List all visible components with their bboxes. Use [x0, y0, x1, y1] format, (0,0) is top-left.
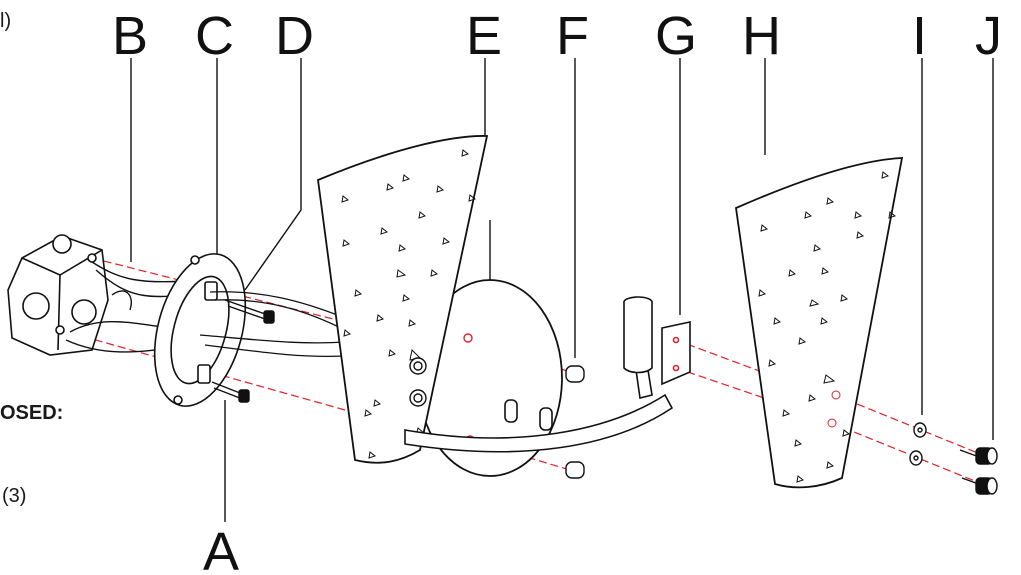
- washers: [909, 422, 927, 466]
- arm-tube: [404, 369, 674, 453]
- part-label-g: G: [655, 6, 697, 66]
- leader-lines: [130, 58, 994, 522]
- end-caps: [565, 365, 585, 479]
- part-labels: B C D E F G H I J A: [112, 6, 1002, 575]
- right-shade: [735, 157, 904, 489]
- guide-line-bracket-upper: [675, 339, 771, 376]
- guide-line-upper: [91, 257, 346, 323]
- socket-bracket: [623, 296, 691, 386]
- thumb-screws: [959, 447, 998, 495]
- junction-box: [7, 234, 109, 356]
- right-shade-texture: [758, 171, 897, 483]
- part-label-j: J: [975, 6, 1002, 66]
- guide-line-bracket-lower: [675, 367, 771, 401]
- cropped-text-quantity: (3): [2, 485, 27, 507]
- part-label-b: B: [112, 6, 148, 66]
- part-label-e: E: [466, 6, 502, 66]
- part-label-h: H: [742, 6, 781, 66]
- part-label-i: I: [912, 6, 927, 66]
- part-label-a: A: [203, 522, 239, 575]
- part-label-f: F: [556, 6, 589, 66]
- part-label-c: C: [195, 6, 234, 66]
- left-shade: [317, 135, 563, 477]
- leader-line-d: [244, 58, 302, 291]
- cropped-text-top-left: l): [0, 10, 12, 32]
- cropped-text-enclosed: OSED:: [0, 402, 64, 424]
- plate-screws: [211, 299, 275, 403]
- fixture-wires: [199, 291, 346, 358]
- part-label-d: D: [275, 6, 314, 66]
